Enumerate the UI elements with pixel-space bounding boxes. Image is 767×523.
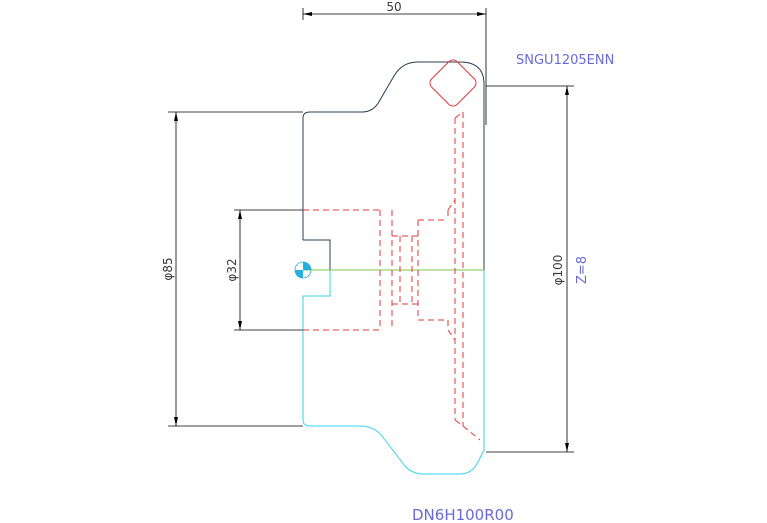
insert-code-label: SNGU1205ENN [516,53,614,68]
dia-outer-dimension: φ85 [161,111,303,427]
hidden-lines [303,111,481,441]
body-upper-outline [302,61,485,270]
insert-outline [429,59,477,107]
width-dimension: 50 [302,0,487,125]
bore-step-upper [303,239,331,270]
width-dimension-label: 50 [386,0,401,14]
tool-code-label: DN6H100R00 [412,506,514,523]
dia-cutter-dimension: φ100 [486,85,574,453]
teeth-count-label: Z=8 [575,256,590,284]
dia-cutter-label: φ100 [551,255,565,286]
dia-bore-dimension: φ32 [225,209,303,331]
center-mark-icon [294,261,312,279]
dia-outer-label: φ85 [161,257,175,280]
body-lower-outline [302,270,485,475]
dia-bore-label: φ32 [225,258,239,281]
